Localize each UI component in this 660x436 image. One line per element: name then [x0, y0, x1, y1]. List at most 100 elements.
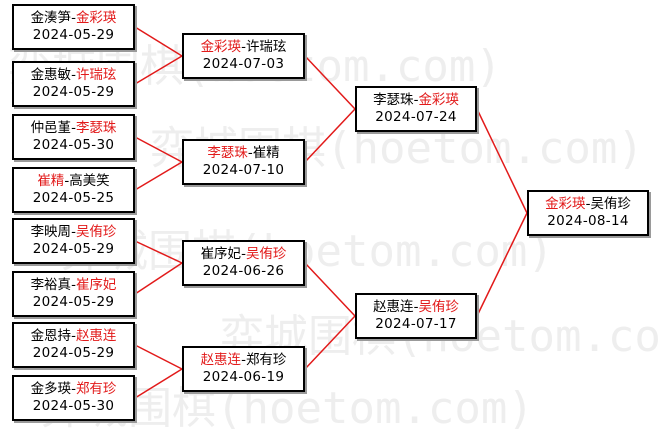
match-date: 2024-07-03 [202, 56, 285, 72]
player-one-name: 仲邑堇 [30, 120, 72, 136]
player-one-name: 李瑟珠 [207, 145, 248, 161]
player-one-name: 金多瑛 [30, 381, 72, 397]
match-date: 2024-05-29 [32, 345, 115, 361]
player-separator: - [64, 173, 70, 189]
connector-line [476, 108, 528, 214]
match-players: 崔精-高美笑 [14, 173, 133, 190]
player-separator: - [71, 67, 76, 83]
player-two-name: 崔精 [252, 145, 280, 161]
player-two-name: 金彩瑛 [418, 92, 459, 108]
player-two-name: 金彩瑛 [75, 10, 117, 26]
player-two-name: 郑有珍 [75, 381, 117, 397]
match-players: 李瑟珠-金彩瑛 [357, 92, 475, 109]
connector-line [134, 26, 183, 57]
connector-line [304, 55, 356, 110]
match-date: 2024-06-19 [202, 369, 285, 385]
player-separator: - [241, 39, 246, 55]
player-two-name: 高美笑 [69, 173, 110, 189]
match-date: 2024-05-29 [32, 27, 115, 43]
player-two-name: 吴侑珍 [245, 246, 287, 262]
match-players: 金恩持-赵惠连 [14, 328, 133, 345]
player-one-name: 李映周 [30, 224, 72, 240]
player-separator: - [71, 381, 76, 397]
match-players: 金彩瑛-许瑞玹 [184, 39, 303, 56]
match-players: 金湊笋-金彩瑛 [14, 10, 133, 27]
connector-line [304, 262, 356, 317]
match-date: 2024-05-30 [32, 398, 115, 414]
match-date: 2024-07-17 [375, 316, 457, 332]
match-players: 金彩瑛-吴侑珍 [529, 196, 647, 213]
player-separator: - [585, 196, 591, 212]
player-separator: - [71, 277, 76, 293]
connector-line [134, 240, 183, 264]
player-two-name: 吴侑珍 [418, 299, 459, 315]
match-players: 赵惠连-吴侑珍 [357, 299, 475, 316]
match-date: 2024-05-29 [32, 294, 115, 310]
player-one-name: 金湊笋 [30, 10, 72, 26]
match-date: 2024-05-25 [32, 190, 115, 206]
player-one-name: 金彩瑛 [545, 196, 586, 212]
match-players: 李瑟珠-崔精 [184, 145, 303, 162]
match-players: 金惠敏-许瑞玹 [14, 67, 133, 84]
match-players: 仲邑堇-李瑟珠 [14, 120, 133, 137]
connector-line [134, 368, 183, 399]
watermark: 弈城围棋(hoetom.com) [60, 226, 554, 277]
match-date: 2024-05-29 [32, 84, 115, 100]
match-date: 2024-05-30 [32, 137, 115, 153]
match-date: 2024-08-14 [547, 213, 629, 229]
player-two-name: 郑有珍 [245, 352, 287, 368]
match-date: 2024-06-26 [202, 263, 285, 279]
player-one-name: 李裕真 [30, 277, 72, 293]
player-two-name: 李瑟珠 [75, 120, 117, 136]
match-date: 2024-05-29 [32, 241, 115, 257]
player-separator: - [71, 120, 76, 136]
player-two-name: 许瑞玹 [245, 39, 287, 55]
player-separator: - [241, 352, 246, 368]
player-separator: - [413, 299, 419, 315]
player-separator: - [71, 328, 76, 344]
match-date: 2024-07-24 [375, 109, 457, 125]
player-separator: - [413, 92, 419, 108]
player-one-name: 李瑟珠 [373, 92, 414, 108]
match-date: 2024-07-10 [202, 162, 285, 178]
player-one-name: 赵惠连 [373, 299, 414, 315]
match-players: 赵惠连-郑有珍 [184, 352, 303, 369]
connector-line [304, 315, 356, 370]
player-separator: - [247, 145, 253, 161]
player-one-name: 金惠敏 [30, 67, 72, 83]
player-one-name: 崔序妃 [200, 246, 242, 262]
player-one-name: 崔精 [37, 173, 65, 189]
connector-line [476, 212, 528, 317]
connector-line [134, 161, 183, 191]
connector-line [134, 262, 183, 295]
player-separator: - [241, 246, 246, 262]
connector-line [134, 344, 183, 370]
player-separator: - [71, 10, 76, 26]
connector-line [134, 136, 183, 163]
match-players: 李映周-吴侑珍 [14, 224, 133, 241]
match-players: 金多瑛-郑有珍 [14, 381, 133, 398]
match-players: 崔序妃-吴侑珍 [184, 246, 303, 263]
player-two-name: 赵惠连 [75, 328, 117, 344]
connector-line [304, 108, 356, 163]
player-two-name: 吴侑珍 [590, 196, 631, 212]
connector-line [134, 55, 183, 85]
player-two-name: 吴侑珍 [75, 224, 117, 240]
player-two-name: 许瑞玹 [75, 67, 117, 83]
match-players: 李裕真-崔序妃 [14, 277, 133, 294]
